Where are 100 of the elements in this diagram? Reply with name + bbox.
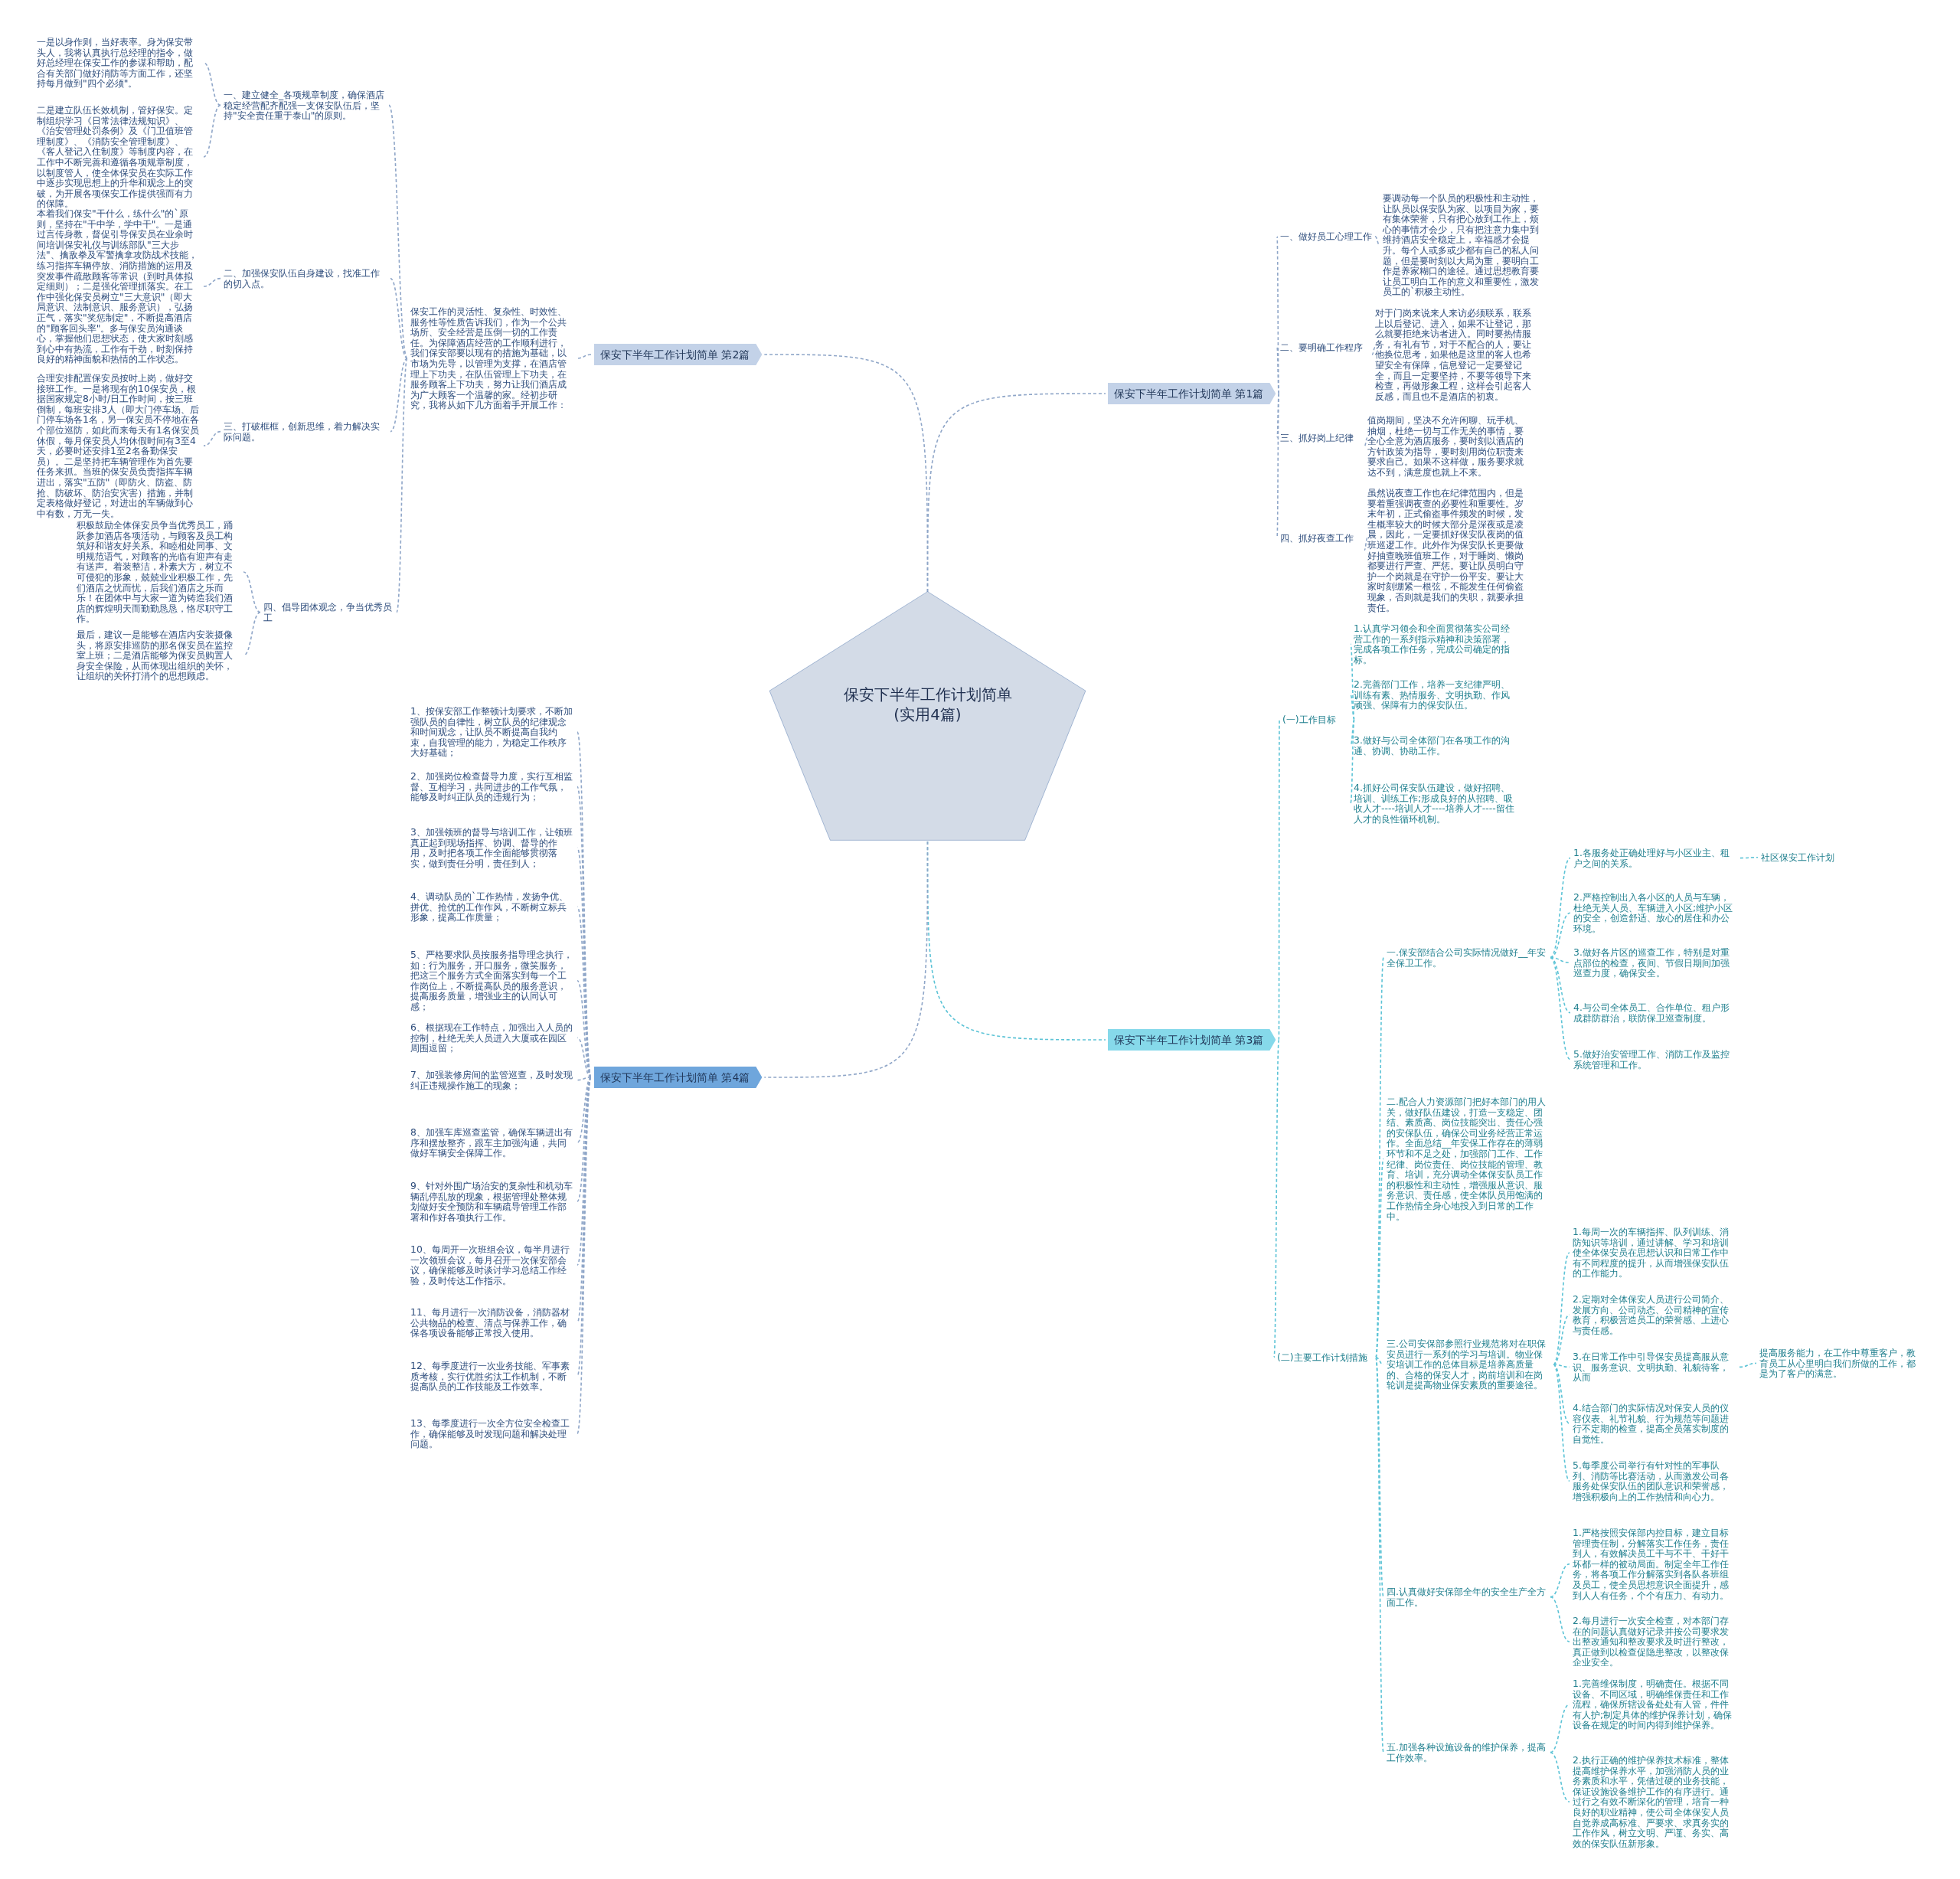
branch-text: 5、严格要求队员按服务指导理念执行，如：行为服务，开口服务，微笑服务，把这三个服务方式全面落实到每一个工作岗位上，不断提高队员的服务意识，提高服务质量，增强业主的认同认可感； — [410, 949, 574, 1012]
connector — [1375, 1357, 1384, 1598]
connector — [577, 1077, 592, 1144]
connector — [1276, 393, 1280, 439]
connector — [577, 1077, 592, 1435]
connector — [1550, 1596, 1570, 1642]
connector — [396, 358, 408, 613]
branch-text: 保安工作的灵活性、复杂性、时效性、服务性等性质告诉我们，作为一个公共场所、安全经营是压倒一切的工作责任。为保障酒店经营的工作顺利进行，我们保安部要以现有的措施为基础，以市场为先导，以管理为支撑，在酒店管理上下功夫，在队伍管理上下功夫，在服务顾客上下功夫，努力让我们酒店成为广大顾客一个温馨的家。经初步研究，我将从如下几方面着手开展工作： — [410, 306, 574, 410]
branch-text: 5.做好治安管理工作、消防工作及监控系统管理和工作。 — [1573, 1049, 1737, 1070]
branch-text: 最后，建议一是能够在酒店内安装摄像头，将原安排巡防的那名保安员在监控室上班；二是酒店能够为保安员购置人身安全保险，从而体现出组织的关怀，让组织的关怀打消个的思想顾虑。 — [77, 629, 240, 681]
branch-text: 四、抓好夜查工作 — [1280, 533, 1364, 544]
branch-text: 7、加强装修房间的监管巡查，及时发现纠正违规操作施工的现象； — [410, 1070, 574, 1091]
connector — [577, 1077, 592, 1266]
branch-text: 提高服务能力，在工作中尊重客户，教育员工从心里明白我们所做的工作，都是为了客户的满意。 — [1759, 1348, 1923, 1379]
connector — [577, 1077, 592, 1081]
connector — [1739, 1362, 1757, 1368]
connector — [390, 277, 408, 359]
branch-text: 1.严格按照安保部内控目标，建立目标管理责任制，分解落实工作任务，责任到人，有效解决员工干与不干、干好干坏都一样的被动局面。制定全年工作任务，将各项工作分解落实到各队各班组及员工，使全员思想意识全面提升，感到人人有任务，个个有压力、有动力。 — [1573, 1528, 1736, 1601]
connector — [203, 277, 221, 287]
connector — [1550, 1704, 1570, 1753]
connector — [243, 611, 261, 656]
branch-text: 2.每月进行一次安全检查，对本部门存在的问题认真做好记录并按公司要求发出整改通知和整改要求及时进行整改，真正做到以检查促隐患整改，以整改保企业安全。 — [1573, 1616, 1736, 1668]
branch-text: 13、每季度进行一次全方位安全检查工作，确保能够及时发现问题和解决处理问题。 — [410, 1418, 574, 1449]
branch-text: 2、加强岗位检查督导力度，实行互相监督、互相学习，共同进步的工作气氛，能够及时纠正队员的违规行为； — [410, 771, 574, 802]
connector — [577, 980, 592, 1078]
branch-text: 5.每季度公司举行有针对性的军事队列、消防等比赛活动，从而激发公司各服务处保安队伍的团队意识和荣誉感，增强积极向上的工作热情和向心力。 — [1573, 1460, 1736, 1502]
branch-text: 4.结合部门的实际情况对保安人员的仪容仪表、礼节礼貌、行为规范等问题进行不定期的检查，提高全员落实制度的自觉性。 — [1573, 1403, 1736, 1445]
branch-text: 社区保安工作计划 — [1761, 852, 1845, 863]
connector — [763, 841, 929, 1078]
connector — [1550, 1563, 1570, 1598]
topic-box: 保安下半年工作计划简单 第2篇 — [594, 344, 763, 365]
connector — [1350, 694, 1355, 721]
connector — [390, 358, 408, 433]
connector — [1553, 1252, 1570, 1365]
branch-text: 二是建立队伍长效机制，管好保安。定制组织学习《日常法律法规知识》、《治安管理处罚条例》及《门卫值班管理制度》、《消防安全管理制度》、《客人登记入住制度》等制度内容，在工作中不断完善和遵循各项规章制度，以制度管人，使全体保安员在实际工作中逐步实现思想上的升华和观念上的突破，为开展各项保安工作提供强而有力的保障。 — [37, 105, 201, 209]
branch-text: 3.在日常工作中引导保安员提高服从意识、服务意识、文明执勤、礼貌待客，从而 — [1573, 1351, 1736, 1383]
branch-text: (二)主要工作计划措施 — [1277, 1352, 1373, 1363]
branch-text: 2.严格控制出入各小区的人员与车辆，杜绝无关人员、车辆进入小区;维护小区的安全，创造舒适、放心的居住和办公环境。 — [1573, 892, 1737, 934]
connector — [243, 571, 261, 613]
connector — [1375, 1158, 1384, 1358]
connector — [388, 104, 408, 359]
connector — [1550, 956, 1571, 1060]
branch-text: 2.执行正确的维护保养技术标准，整体提高维护保养水平，加强消防人员的业务素质和水平，凭借过硬的业务技能，保证设施设备维护工作的有序进行。通过行之有效不断深化的管理，培育一种良好的职业精神，使公司全体保安人员自觉养成高标准、严要求、求真务实的工作作风，树立文明、严谨、务实、高效的保安队伍新形象。 — [1573, 1755, 1736, 1849]
topic-box: 保安下半年工作计划简单 第1篇 — [1108, 383, 1276, 404]
connector — [1278, 719, 1280, 1041]
connector — [577, 786, 592, 1078]
branch-text: 10、每周开一次班组会议，每半月进行一次领班会议，每月召开一次保安部会议，确保能够及时谈讨学习总结工作经验，及时传达工作指示。 — [410, 1244, 574, 1286]
connector — [1740, 857, 1759, 859]
branch-text: 1.完善维保制度，明确责任。根据不同设备、不同区域，明确维保责任和工作流程，确保所辖设备处处有人管，件件有人护;制定具体的维护保养计划，确保设备在规定的时间内得到维护保养。 — [1573, 1678, 1736, 1730]
branch-text: 2.定期对全体保安人员进行公司简介、发展方向、公司动态、公司精神的宣传教育，积极营造员工的荣誉感、上进心与责任感。 — [1573, 1294, 1736, 1336]
branch-text: 四、倡导团体观念，争当优秀员工 — [263, 602, 394, 623]
branch-text: 要调动每一个队员的积极性和主动性，让队员以保安队为家、以项目为家，要有集体荣誉，只有把心放到工作上，烦心的事情才会少，只有把注意力集中到维持酒店安全稳定上，幸福感才会提升。每个人或多或少都有自己的私人问题，但是要时刻以大局为重，要明白工作是养家糊口的途径。通过思想教育要让员工明白工作的意义和重要性，激发员工的`积极主动性。 — [1383, 193, 1545, 297]
branch-text: 1、按保安部工作整顿计划要求，不断加强队员的自律性，树立队员的纪律观念和时间观念，让队员不断提高自我约束，自我管理的能力，为稳定工作秩序大好基础； — [410, 706, 574, 758]
connector — [1374, 236, 1380, 246]
branch-text: 12、每季度进行一次业务技能、军事素质考核，实行优胜劣汰工作机制，不断提高队员的工作技能及工作效率。 — [410, 1361, 574, 1392]
connector — [1364, 538, 1368, 551]
connector — [1550, 956, 1571, 964]
connector — [763, 354, 929, 593]
connector — [577, 1037, 592, 1078]
connector — [1550, 857, 1571, 959]
branch-text: 三.公司安保部参照行业规范将对在职保安员进行一系列的学习与培训。物业保安培训工作的总体目标是培养高质量的、合格的保安人才，岗前培训和在岗轮训是提高物业保安素质的重要途径。 — [1387, 1338, 1550, 1390]
branch-text: 1.每周一次的车辆指挥、队列训练、消防知识等培训，通过讲解、学习和培训使全体保安员在思想认识和日常工作中有不同程度的提升，从而增强保安队伍的工作能力。 — [1573, 1227, 1736, 1279]
connector — [577, 354, 592, 359]
connector — [1371, 347, 1376, 355]
connector — [1550, 912, 1571, 959]
branch-text: 积极鼓励全体保安员争当优秀员工，踊跃参加酒店各项活动，与顾客及员工构筑好和谐友好关系。和睦相处同事、文明规范语气，对顾客的光临有迎声有走有送声。着装整洁，朴素大方，树立不可侵犯的形象，兢兢业业积极工作，先们酒店之忧而忧，后我们酒店之乐而乐！在团体中与大家一道为铸造我们酒店的辉煌明天而勤勤恳恳，恪尽职守工作。 — [77, 520, 240, 624]
branch-text: 4、调动队员的`工作热情，发扬争优、拼优、抢优的工作作风，不断树立标兵形象，提高工作质量； — [410, 891, 574, 923]
branch-text: 3.做好各片区的巡查工作，特别是对重点部位的检查，夜间、节假日期间加强巡查力度，确保安全。 — [1573, 947, 1737, 979]
branch-text: 3、加强领班的督导与培训工作，让领班真正起到现场指挥、协调、督导的作用，及时把各项工作全面能够贯彻落实，做到责任分明，责任到人； — [410, 827, 574, 869]
connector — [1553, 1364, 1570, 1482]
branch-text: 4.抓好公司保安队伍建设，做好招聘、培训、训练工作;形成良好的从招聘、吸收人才----培训人才----培养人才----留住人才的良性循环机制。 — [1354, 783, 1517, 825]
branch-text: 1.认真学习领会和全面贯彻落实公司经营工作的一系列指示精神和决策部署，完成各项工作任务，完成公司确定的指标。 — [1354, 623, 1517, 665]
branch-text: 五.加强各种设施设备的维护保养，提高工作效率。 — [1387, 1742, 1547, 1763]
connector — [1553, 1314, 1570, 1365]
connector — [1276, 347, 1280, 394]
topic-box: 保安下半年工作计划简单 第3篇 — [1108, 1029, 1276, 1051]
connector — [1550, 1751, 1570, 1802]
branch-text: 三、抓好岗上纪律 — [1280, 433, 1364, 443]
branch-text: 8、加强车库巡查监管，确保车辆进出有序和摆放整齐，跟车主加强沟通，共同做好车辆安全保障工作。 — [410, 1127, 574, 1158]
branch-text: 合理安排配置保安员按时上岗，做好交接班工作。一是将现有的10保安员，根据国家规定8小时/日工作时间，按三班倒制，每班安排3人（即大门停车场、后门停车场各1名，另一保安员不停地在各个部位巡防，如此而来每天有1名保安员休假，每月保安员人均休假时间有3至4天，必要时还安排1至2名备勤保安员）。二是坚持把车辆管理作为首先要任务来抓。当班的保安员负责指挥车辆进出，落实"五防"（即防火、防盗、防抢、防破坏、防治安灾害）措施，并制定表格做好登记，对进出的车辆做到心中有数，万无一失。 — [37, 373, 201, 519]
central-pentagon: 保安下半年工作计划简单(实用4篇) — [768, 590, 1087, 841]
connector — [1350, 719, 1355, 747]
branch-text: 9、针对外围广场治安的复杂性和机动车辆乱停乱放的现象，根据管理处整体规划做好安全预防和车辆疏导管理工作部署和作好各项执行工作。 — [410, 1181, 574, 1223]
connector — [203, 62, 221, 106]
connector — [577, 1077, 592, 1202]
connector — [1273, 1039, 1280, 1358]
branch-text: (一)工作目标 — [1282, 714, 1351, 725]
branch-text: 四.认真做好安保部全年的安全生产全方面工作。 — [1387, 1587, 1547, 1608]
branch-text: 一是以身作则，当好表率。身为保安带头人，我将认真执行总经理的指令，做好总经理在保安工作的参谋和帮助，配合有关部门做好消防等方面工作，还坚持每月做到"四个必须"。 — [37, 37, 201, 89]
branch-text: 11、每月进行一次消防设备，消防器材公共物品的检查、清点与保养工作，确保各项设备能够正常投入使用。 — [410, 1307, 574, 1338]
branch-text: 3.做好与公司全体部门在各项工作的沟通、协调、协助工作。 — [1354, 735, 1517, 757]
branch-text: 本着我们保安"干什么，练什么"的`原则，坚持在"干中学，学中干"。一是通过言传身教，督促引导保安员在业余时间培训保安礼仪与训练部队"三大步法"、擒敌拳及军警擒拿攻防战术技能，练习指挥车辆停放、消防措施的运用及突发事件疏散顾客等常识（到时具体拟定细则）；二是强化管理抓落实。在工作中强化保安员树立"三大意识"（即大局意识、法制意识、服务意识），弘扬正气，落实"奖惩制定"，不断提高酒店的"顾客回头率"。多与保安员沟通谈心，掌握他们思想状态，使大家时刻感到心中有热流，工作有干劲，时刻保持良好的精神面貌和热情的工作状态。 — [37, 208, 201, 364]
branch-text: 4.与公司全体员工、合作单位、租户形成群防群治，联防保卫巡查制度。 — [1573, 1002, 1737, 1024]
topic-box: 保安下半年工作计划简单 第4篇 — [594, 1067, 763, 1088]
connector — [1375, 1357, 1384, 1753]
branch-text: 2.完善部门工作，培养一支纪律严明、训练有素、热情服务、文明执勤、作风顽强、保障有力的保安队伍。 — [1354, 679, 1517, 711]
branch-text: 对于门岗来说来人来访必须联系，联系上以后登记、进入，如果不让登记，那么就要拒绝来访者进入。同时要热情服务，有礼有节，对于不配合的人，要让他换位思考，如果他是这里的客人也希望安全有保障，信息登记一定要登记全，而且一定要坚持，不要等领导下来检查，再做形象工程，这样会引起客人反感，而且也不是酒店的初衷。 — [1375, 308, 1537, 402]
branch-text: 虽然说夜查工作也在纪律范围内，但是要着重强调夜查的必要性和重要性。岁末年初，正式偷盗事件频发的时候，发生概率较大的时候大部分是深夜或是凌晨，因此，一定要抓好保安队夜岗的值班巡逻工作。此外作为保安队长更要做好抽查晚班值班工作，对于睡岗、懒岗都要进行严查、严惩。要让队员明白守护一个岗就是在守护一份平安。要让大家时刻绷紧一根弦，不能发生任何偷盗现象，否则就是我们的失职，就要承担责任。 — [1367, 488, 1530, 613]
branch-text: 三、打破框框，创新思维，着力解决实际问题。 — [224, 421, 387, 443]
connector — [1364, 437, 1368, 447]
